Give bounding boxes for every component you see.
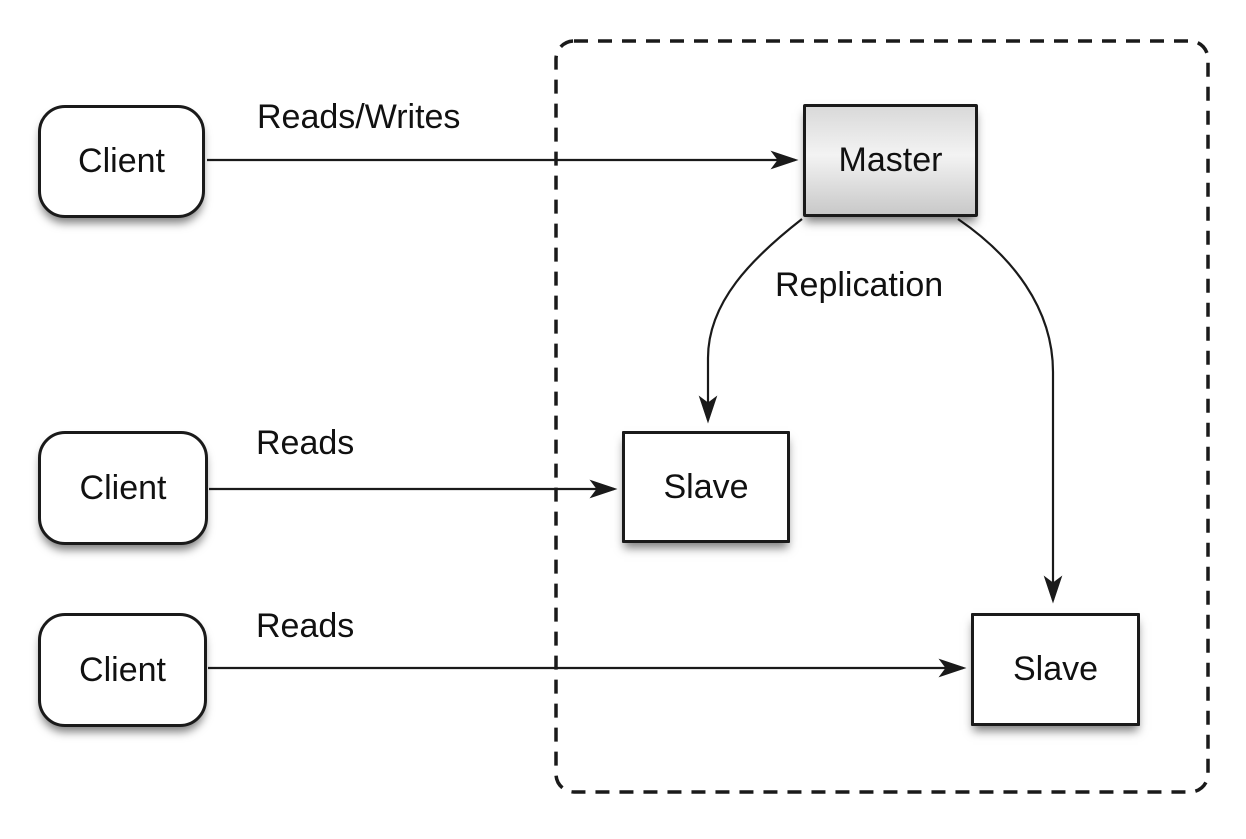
server-group-dashed-boundary [554, 39, 1210, 794]
client-node-1: Client [38, 105, 205, 218]
client-node-1-label: Client [78, 142, 165, 180]
client-node-3: Client [38, 613, 207, 727]
client-node-2-label: Client [79, 468, 167, 507]
edge-label-replication: Replication [775, 266, 944, 304]
slave-node-1-label: Slave [663, 467, 749, 506]
master-node: Master [803, 104, 978, 217]
edge-replication-left-arrow [698, 218, 803, 424]
edge-label-reads-writes: Reads/Writes [257, 98, 461, 136]
client-node-2: Client [38, 431, 208, 545]
edge-label-reads-middle: Reads [256, 424, 355, 462]
master-node-label: Master [838, 141, 943, 179]
client-node-3-label: Client [79, 650, 166, 689]
slave-node-2-label: Slave [1012, 650, 1099, 688]
slave-node-2: Slave [971, 613, 1140, 726]
edge-replication-right-arrow [957, 218, 1063, 604]
slave-node-1: Slave [622, 431, 790, 543]
edge-label-reads-bottom: Reads [256, 607, 355, 645]
